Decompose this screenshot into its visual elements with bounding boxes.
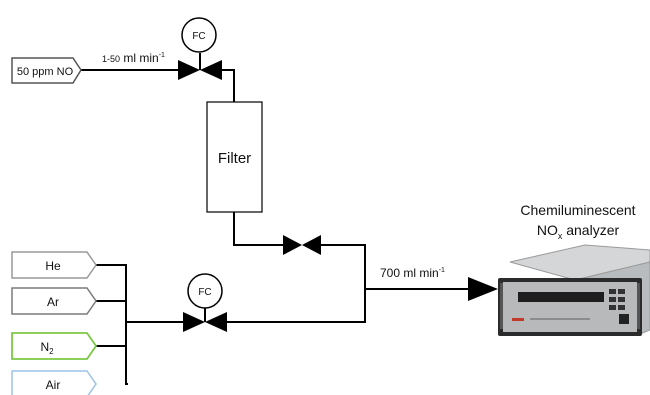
filter: Filter [207, 102, 262, 212]
analyzer-display [518, 292, 604, 302]
source-ar: Ar [12, 288, 96, 314]
fc-top-label: FC [192, 31, 205, 42]
source-air: Air [12, 371, 96, 395]
analyzer-label-line2: NOx analyzer [537, 222, 620, 241]
pipes [81, 53, 472, 385]
source-he-label: He [45, 259, 61, 273]
analyzer-button [609, 305, 616, 310]
valve-to-filter-line [222, 70, 234, 102]
valve-bypass-icon [283, 235, 321, 255]
analyzer-button [609, 289, 616, 294]
source-no-label: 50 ppm NO [17, 66, 74, 78]
filter-label: Filter [218, 150, 251, 167]
source-no: 50 ppm NO [12, 58, 81, 83]
analyzer-instrument [498, 245, 650, 336]
fc-bottom-label: FC [198, 287, 211, 298]
analyzer-nameplate [530, 318, 590, 320]
analyzer-button [618, 305, 625, 310]
analyzer-front-panel [503, 282, 637, 332]
flow-controller-top: FC [182, 18, 216, 52]
analyzer-brand-mark [512, 318, 524, 321]
analyzer-button [618, 297, 625, 302]
source-n2: N2 [12, 333, 96, 359]
analyzer-label-line1: Chemiluminescent [520, 202, 635, 218]
filter-outlet-line [234, 212, 283, 245]
source-ar-label: Ar [47, 295, 59, 309]
flow-controller-bottom: FC [188, 274, 222, 308]
analyzer-button [609, 297, 616, 302]
analyzer-handle-left [500, 283, 503, 329]
source-he: He [12, 252, 96, 278]
analyzer-handle-right [637, 283, 640, 329]
flow-arrow-icon [468, 277, 498, 301]
analyzer-power-switch [619, 314, 629, 324]
source-air-label: Air [46, 378, 61, 392]
bypass-line [321, 245, 365, 322]
total-flow-rate-label: 700 ml min-1 [380, 266, 445, 280]
source-n2-tag [12, 333, 96, 359]
no-flow-rate-label: 1-50 ml min-1 [102, 51, 165, 65]
analyzer-button [618, 289, 625, 294]
